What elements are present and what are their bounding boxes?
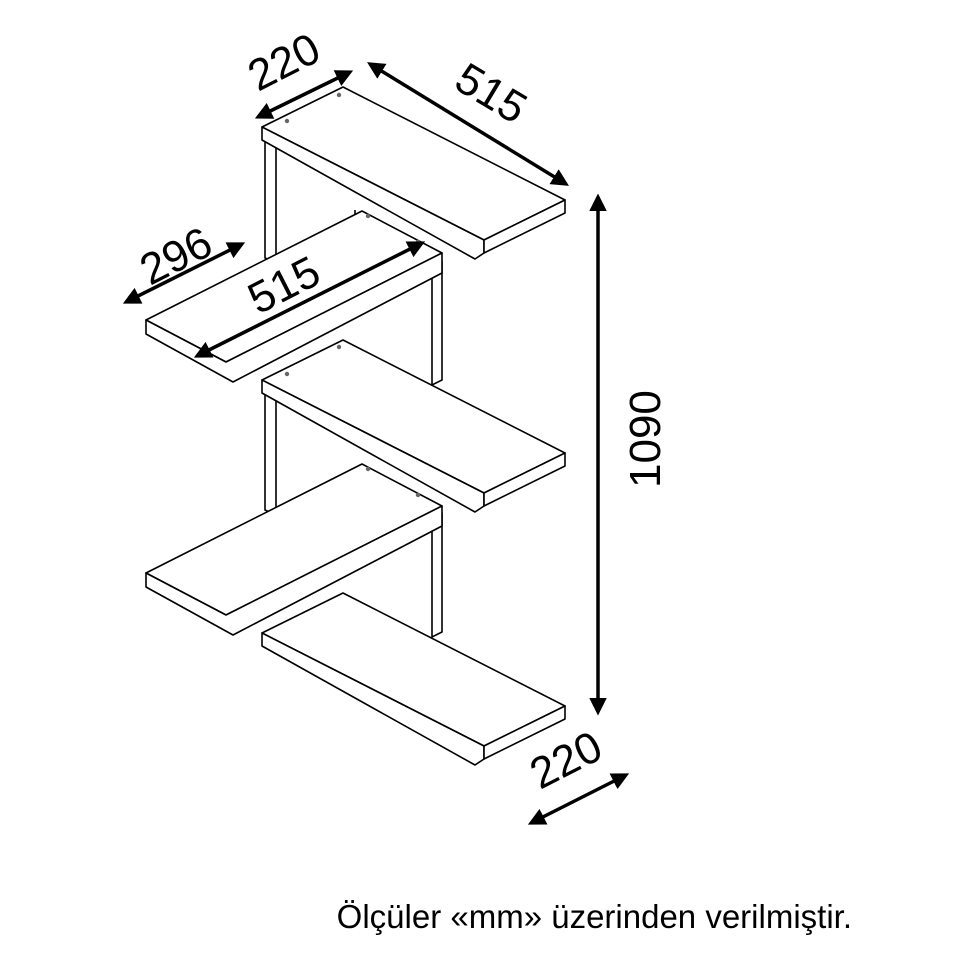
label-top-width: 515	[447, 54, 535, 134]
arrow-top-depth	[254, 70, 354, 119]
units-footnote: Ölçüler «mm» üzerinden verilmiştir.	[336, 898, 852, 935]
arrow-top-width	[367, 62, 569, 186]
shelf-5	[261, 592, 566, 766]
post-left-upper	[264, 138, 277, 264]
label-total-height: 1090	[621, 390, 670, 488]
post-right-upper	[431, 260, 443, 387]
shelf-4	[145, 463, 443, 636]
arrow-second-width	[193, 241, 426, 358]
shelf-3	[261, 339, 566, 513]
post-right-lower	[431, 512, 443, 639]
label-second-depth: 296	[132, 218, 220, 295]
dimension-arrows	[122, 62, 630, 825]
arrow-bottom-depth	[527, 773, 630, 825]
post-left-middle	[264, 390, 277, 517]
